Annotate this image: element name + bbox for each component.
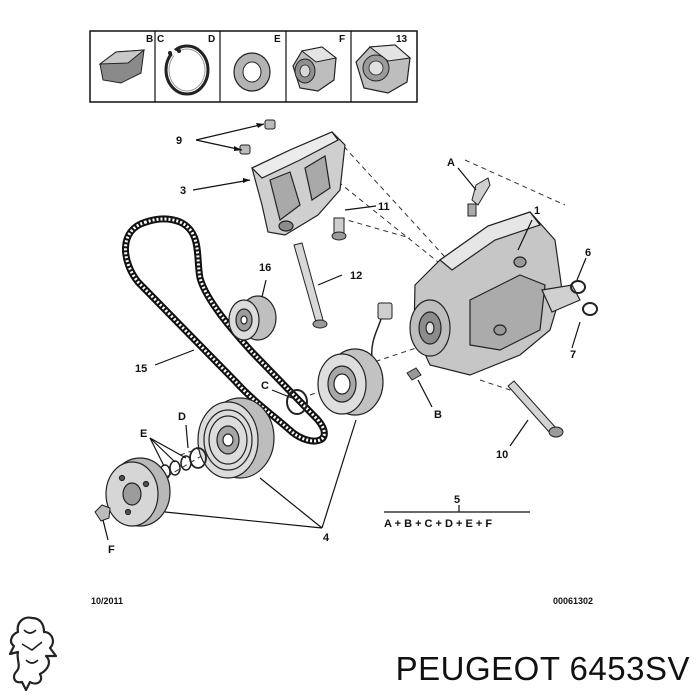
brand-caption: PEUGEOT 6453SV	[395, 650, 690, 687]
ac-compressor	[409, 211, 581, 376]
circlip-icon	[164, 44, 210, 96]
callout-c: C	[261, 380, 269, 392]
shim-washer-icon	[233, 52, 271, 92]
callout-d: D	[178, 411, 186, 423]
sensor-a	[467, 177, 491, 217]
callout-9: 9	[176, 135, 182, 147]
seal-rings	[570, 280, 598, 316]
legend-label-13: 13	[396, 34, 408, 45]
serpentine-belt	[122, 215, 328, 445]
clutch-coil	[317, 348, 384, 416]
callout-15: 15	[135, 363, 147, 375]
callout-10: 10	[496, 449, 508, 461]
parts-legend: B C D E F 13	[89, 30, 418, 103]
nut-f-part	[94, 504, 111, 522]
callout-3: 3	[180, 185, 186, 197]
callout-e: E	[140, 428, 147, 440]
footer-date: 10/2011	[91, 596, 124, 606]
key-b-part	[406, 367, 422, 381]
callout-11: 11	[378, 201, 390, 213]
bolt-11	[331, 217, 347, 241]
bolt-12	[293, 242, 328, 329]
leader-lines	[102, 123, 587, 541]
clutch-hub-plate	[105, 457, 171, 527]
leader-arrowheads	[234, 123, 264, 183]
callout-1: 1	[534, 205, 540, 217]
footer-ref: 00061302	[553, 596, 594, 606]
legend-label-f: F	[339, 34, 345, 45]
legend-label-e: E	[274, 34, 281, 45]
callout-7: 7	[570, 349, 576, 361]
callout-a: A	[447, 157, 455, 169]
legend-label-b: B	[146, 34, 153, 45]
legend-label-d: D	[208, 34, 215, 45]
lion-logo-icon	[8, 616, 58, 692]
bolt-10	[507, 380, 564, 438]
clutch-pulley	[197, 397, 275, 479]
callout-16: 16	[259, 262, 271, 274]
callout-5: 5	[454, 494, 460, 506]
callout-b: B	[434, 409, 442, 421]
kit-formula: A + B + C + D + E + F	[384, 518, 492, 530]
callout-f: F	[108, 544, 115, 556]
idler-pulley	[228, 295, 277, 341]
circlip-c-part	[286, 389, 308, 415]
nut-f-icon	[292, 46, 338, 92]
callout-6: 6	[585, 247, 591, 259]
nut-13-icon	[355, 44, 412, 94]
callout-4: 4	[323, 532, 330, 544]
legend-label-c: C	[157, 34, 164, 45]
callouts: 9 3 11 12 16 15 A 1 6 7 B 10 C D E F 4 5…	[108, 135, 591, 556]
key-icon	[98, 49, 146, 84]
clutch-connector	[370, 302, 393, 361]
callout-12: 12	[350, 270, 362, 282]
mounting-bracket	[250, 131, 346, 236]
